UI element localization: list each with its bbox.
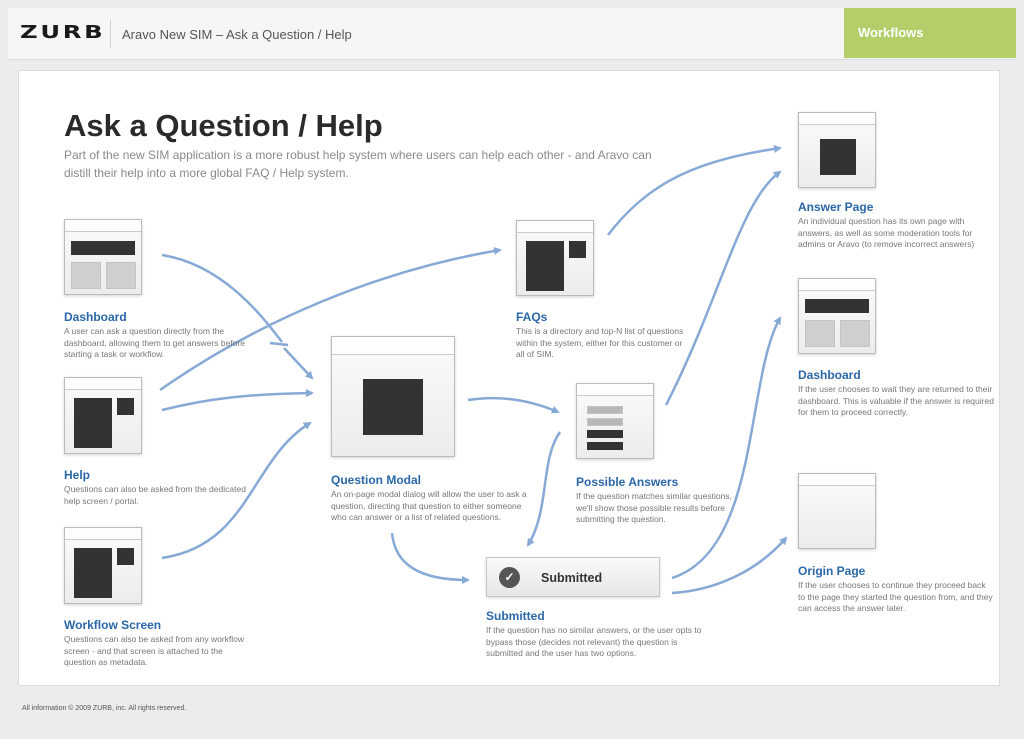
workflow-screen-node: Workflow Screen Questions can also be as… <box>64 618 249 669</box>
answer-row-selected <box>587 430 623 438</box>
arrow-dashboard-to-modal <box>161 253 312 378</box>
node-description: If the user chooses to wait they are ret… <box>798 384 994 417</box>
node-title: Workflow Screen <box>64 618 162 632</box>
breadcrumb: Aravo New SIM – Ask a Question / Help <box>122 27 352 42</box>
content-block <box>820 139 856 175</box>
node-description: If the user chooses to continue they pro… <box>798 580 993 613</box>
modal-block <box>363 379 423 435</box>
thumbnail-titlebar <box>799 474 875 486</box>
node-description: An on-page modal dialog will allow the u… <box>331 489 527 522</box>
submitted-node: Submitted If the question has no similar… <box>486 609 706 660</box>
arrow-workflow-to-modal <box>161 421 312 560</box>
thumbnail-titlebar <box>799 113 875 125</box>
dashboard-return-thumbnail[interactable] <box>798 278 876 354</box>
arrow-submitted-to-dashboard <box>671 316 782 580</box>
question-modal-node: Question Modal An on-page modal dialog w… <box>331 473 536 524</box>
possible-answers-thumbnail[interactable] <box>576 383 654 459</box>
header-block <box>71 241 135 255</box>
arrow-faqs-to-answer <box>607 144 782 236</box>
arrow-modal-to-submitted <box>390 532 470 584</box>
thumbnail-titlebar <box>65 220 141 232</box>
node-title: Question Modal <box>331 473 421 487</box>
content-block <box>74 548 112 598</box>
node-title: Possible Answers <box>576 475 679 489</box>
thumbnail-titlebar <box>65 378 141 390</box>
page-title: Ask a Question / Help <box>64 108 383 143</box>
top-bar: ZURB Aravo New SIM – Ask a Question / He… <box>8 8 1016 60</box>
node-description: An individual question has its own page … <box>798 216 975 249</box>
submitted-status-box[interactable]: ✓ Submitted <box>486 557 660 597</box>
sidebar-block <box>117 398 134 415</box>
dashboard-return-node: Dashboard If the user chooses to wait th… <box>798 368 994 419</box>
page-intro: Part of the new SIM application is a mor… <box>64 148 652 180</box>
widget-block <box>840 320 870 347</box>
workflow-screen-thumbnail[interactable] <box>64 527 142 604</box>
arrow-help-to-modal <box>161 389 314 412</box>
node-title: Answer Page <box>798 200 874 214</box>
answer-row-selected <box>587 442 623 450</box>
arrow-help-to-faqs <box>159 247 502 392</box>
answer-page-node: Answer Page An individual question has i… <box>798 200 994 251</box>
zurb-logo[interactable]: ZURB <box>20 22 106 43</box>
tab-workflows[interactable]: Workflows <box>844 8 1016 58</box>
widget-block <box>71 262 101 289</box>
faqs-thumbnail[interactable] <box>516 220 594 296</box>
dashboard-thumbnail[interactable] <box>64 219 142 295</box>
node-title: Dashboard <box>64 310 127 324</box>
answer-row <box>587 418 623 426</box>
arrow-possible-to-answer <box>664 170 782 406</box>
submitted-label: Submitted <box>541 571 603 585</box>
help-node: Help Questions can also be asked from th… <box>64 468 249 507</box>
node-description: This is a directory and top-N list of qu… <box>516 326 684 359</box>
content-block <box>74 398 112 448</box>
node-title: Origin Page <box>798 564 866 578</box>
arrow-modal-to-possible <box>467 396 560 414</box>
header-block <box>805 299 869 313</box>
thumbnail-titlebar <box>332 337 454 355</box>
answer-page-thumbnail[interactable] <box>798 112 876 188</box>
dashboard-node: Dashboard A user can ask a question dire… <box>64 310 249 361</box>
thumbnail-titlebar <box>65 528 141 540</box>
node-description: A user can ask a question directly from … <box>64 326 245 359</box>
node-title: FAQs <box>516 310 548 324</box>
node-title: Dashboard <box>798 368 861 382</box>
possible-answers-node: Possible Answers If the question matches… <box>576 475 746 526</box>
widget-block <box>805 320 835 347</box>
check-circle-icon: ✓ <box>499 567 520 588</box>
faqs-node: FAQs This is a directory and top-N list … <box>516 310 686 361</box>
sidebar-block <box>117 548 134 565</box>
thumbnail-titlebar <box>577 384 653 396</box>
node-title: Help <box>64 468 91 482</box>
origin-page-thumbnail[interactable] <box>798 473 876 549</box>
sidebar-block <box>569 241 586 258</box>
content-block <box>526 241 564 291</box>
arrow-possible-to-submitted <box>526 431 562 547</box>
arrow-submitted-to-origin <box>671 536 788 595</box>
header-divider <box>110 20 111 48</box>
thumbnail-titlebar <box>799 279 875 291</box>
thumbnail-titlebar <box>517 221 593 233</box>
node-description: Questions can also be asked from any wor… <box>64 634 245 667</box>
help-thumbnail[interactable] <box>64 377 142 454</box>
origin-page-node: Origin Page If the user chooses to conti… <box>798 564 994 615</box>
node-description: If the question has no similar answers, … <box>486 625 702 658</box>
widget-block <box>106 262 136 289</box>
question-modal-thumbnail[interactable] <box>331 336 455 457</box>
node-description: Questions can also be asked from the ded… <box>64 484 246 506</box>
node-title: Submitted <box>486 609 545 623</box>
footer-copyright: All information © 2009 ZURB, inc. All ri… <box>22 705 187 712</box>
answer-row <box>587 406 623 414</box>
node-description: If the question matches similar question… <box>576 491 732 524</box>
